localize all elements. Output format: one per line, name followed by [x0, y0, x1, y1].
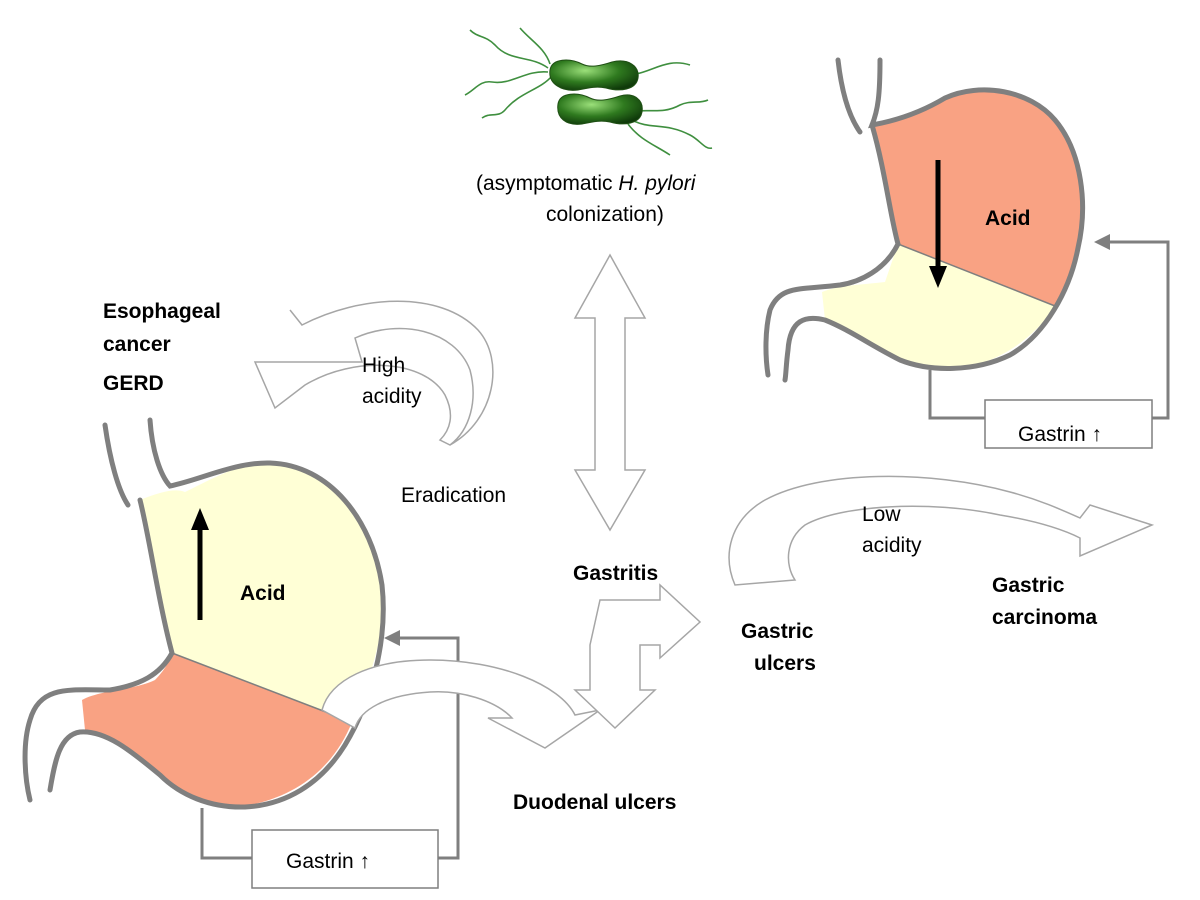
h-pylori-bacteria-icon: [464, 27, 713, 156]
hpylori-caption-line2: colonization): [546, 203, 664, 226]
duodenal-ulcers-label: Duodenal ulcers: [513, 791, 677, 814]
gastric-carcinoma-line2: carcinoma: [992, 606, 1098, 629]
acid-label-right: Acid: [985, 207, 1031, 230]
high-acidity-line2: acidity: [362, 385, 422, 408]
low-acidity-line1: Low: [862, 503, 901, 526]
duodenal-curved-arrow: [321, 659, 601, 749]
gastrin-box-right: Gastrin ↑: [1018, 423, 1103, 446]
acid-label-left: Acid: [240, 582, 286, 605]
esophageal-cancer-line2: cancer: [103, 333, 171, 356]
stomach-right: [763, 57, 1170, 449]
low-acidity-curved-arrow: [728, 475, 1155, 586]
eradication-label: Eradication: [401, 484, 507, 507]
hpylori-caption-line1: (asymptomatic H. pylori: [476, 172, 695, 196]
gastritis-branch-arrow: [573, 583, 702, 730]
gastric-carcinoma-line1: Gastric: [992, 574, 1065, 597]
hpylori-caption-italic: H. pylori: [618, 172, 696, 195]
high-acidity-curved-arrow: [253, 300, 494, 446]
stomach-left: [22, 417, 460, 889]
gastric-ulcers-line2: ulcers: [754, 652, 816, 675]
gastritis-label: Gastritis: [573, 562, 659, 585]
hpylori-caption-prefix: (asymptomatic: [476, 172, 619, 195]
low-acidity-line2: acidity: [862, 534, 922, 557]
gastric-ulcers-line1: Gastric: [741, 620, 814, 643]
gastrin-box-left: Gastrin ↑: [286, 850, 371, 873]
double-arrow-vertical: [573, 253, 647, 532]
high-acidity-line1: High: [362, 354, 406, 377]
esophageal-cancer-line1: Esophageal: [103, 300, 221, 323]
gerd-label: GERD: [103, 372, 164, 395]
